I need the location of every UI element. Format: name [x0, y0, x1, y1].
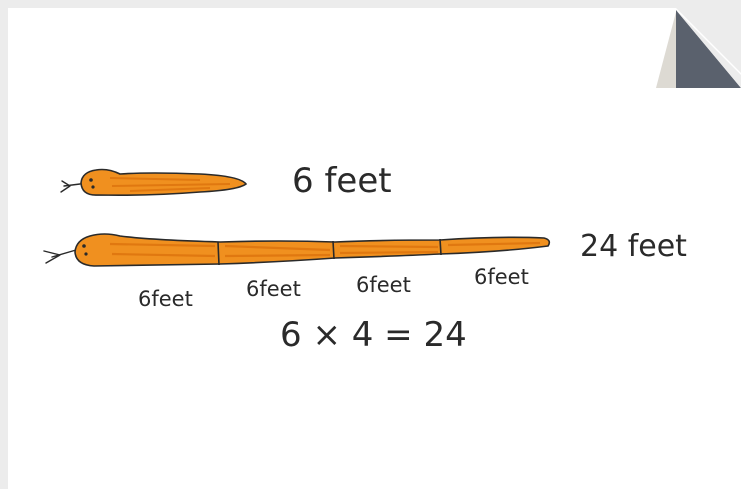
segment-divider	[217, 241, 220, 266]
snake-tongue	[60, 180, 81, 193]
page-curl-icon	[656, 10, 741, 88]
segment-label-3: 6feet	[356, 273, 411, 297]
segment-label-1: 6feet	[138, 287, 193, 311]
long-snake-label: 24 feet	[580, 229, 687, 264]
segment-divider	[332, 240, 335, 260]
snake-tongue	[43, 249, 77, 264]
short-snake-label: 6 feet	[292, 161, 392, 201]
short-snake	[60, 168, 248, 196]
equation: 6 × 4 = 24	[280, 315, 467, 355]
segment-label-4: 6feet	[474, 265, 529, 289]
segment-label-2: 6feet	[246, 277, 301, 301]
long-snake	[43, 233, 551, 267]
segment-divider	[439, 238, 442, 256]
